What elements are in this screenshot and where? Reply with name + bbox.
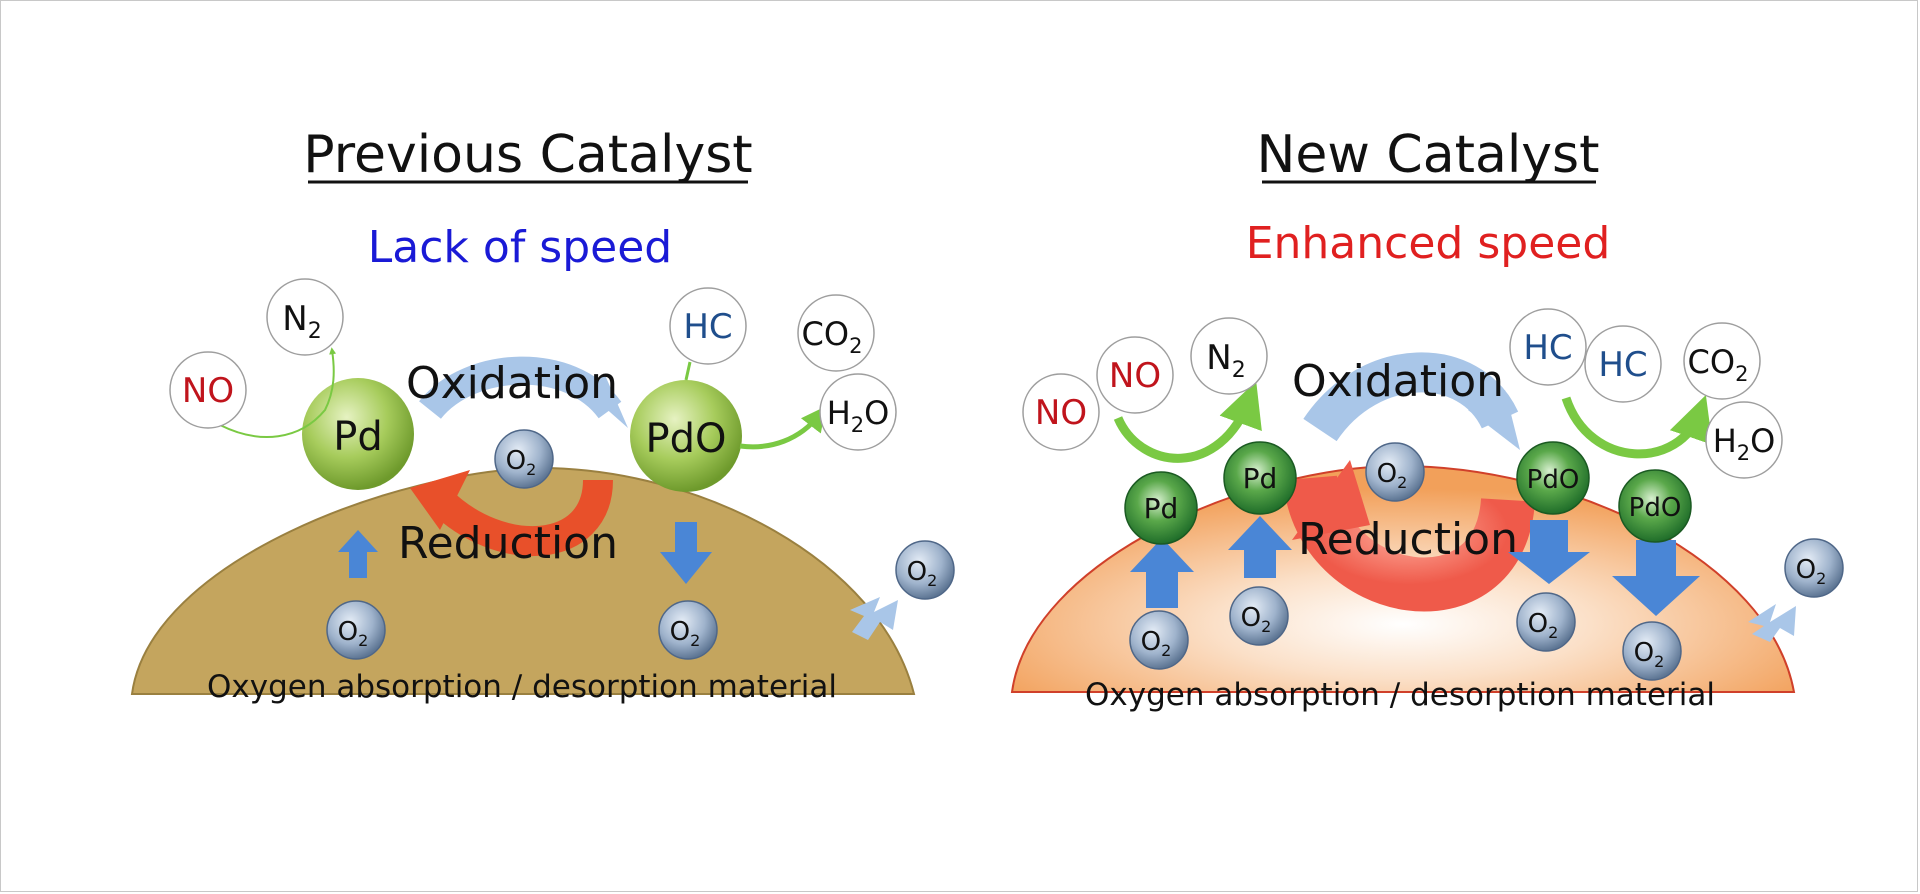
left-pdo-particle: PdO [630, 380, 742, 492]
left-panel: Previous Catalyst Lack of speed Oxygen a… [130, 125, 955, 705]
left-co2-molecule: CO2 [797, 294, 875, 372]
svg-text:O2: O2 [1796, 555, 1827, 588]
right-n2-molecule: N2 [1190, 317, 1268, 395]
svg-text:O2: O2 [1377, 459, 1408, 492]
svg-text:HC: HC [1523, 328, 1572, 368]
svg-text:N2: N2 [282, 299, 321, 344]
svg-text:O2: O2 [506, 446, 537, 479]
left-no-molecule: NO [169, 351, 247, 429]
left-o2-up-arrow [338, 530, 378, 578]
svg-text:Pd: Pd [1144, 492, 1179, 525]
right-o2-sphere-1: O2 [1129, 610, 1189, 670]
right-no-to-n2-arrow [1113, 381, 1262, 463]
left-reduction-arrowhead [410, 470, 470, 530]
right-panel: New Catalyst Enhanced speed Oxygen absor… [1010, 125, 1844, 713]
left-reduction-label: Reduction [398, 518, 618, 569]
left-support-dome [130, 466, 916, 695]
right-o2-sphere-4: O2 [1622, 621, 1682, 681]
svg-text:Pd: Pd [1243, 462, 1278, 495]
right-title: New Catalyst [1256, 125, 1599, 185]
left-reduction-arc [429, 479, 613, 556]
svg-text:Pd: Pd [333, 414, 383, 460]
left-n2-molecule: N2 [266, 278, 344, 356]
left-hc-connector [684, 361, 692, 381]
left-hc-molecule: HC [669, 287, 747, 365]
right-pdo-particle-2: PdO [1618, 469, 1692, 543]
left-pdo-to-h2o-arrow [739, 406, 827, 450]
svg-text:CO2: CO2 [1688, 343, 1749, 386]
right-o2-sphere-outside: O2 [1784, 538, 1844, 598]
right-oxidation-arc [1303, 352, 1519, 442]
left-title: Previous Catalyst [303, 125, 752, 185]
svg-text:NO: NO [1035, 393, 1087, 433]
left-oxidation-arrowhead [585, 375, 628, 428]
right-pd-particle-1: Pd [1124, 471, 1198, 545]
svg-text:H2O: H2O [1713, 422, 1776, 465]
svg-text:O2: O2 [670, 617, 701, 650]
right-o2-sphere-3: O2 [1516, 592, 1576, 652]
svg-text:NO: NO [182, 371, 234, 411]
left-o2-sphere-bottom-left: O2 [326, 600, 386, 660]
svg-text:H2O: H2O [827, 394, 890, 437]
right-co2-molecule: CO2 [1683, 322, 1761, 400]
right-o2-up-arrow-1 [1130, 538, 1194, 608]
svg-text:NO: NO [1109, 356, 1161, 396]
right-o2-up-arrow-2 [1228, 516, 1292, 578]
right-no-molecule-1: NO [1022, 373, 1100, 451]
right-oxidation-label: Oxidation [1292, 356, 1504, 407]
left-h2o-molecule: H2O [819, 373, 897, 451]
right-pd-particle-2: Pd [1223, 441, 1297, 515]
left-o2-exchange-arrow [850, 597, 898, 640]
left-subtitle: Lack of speed [368, 222, 672, 273]
right-oxidation-arrowhead [1468, 390, 1520, 450]
svg-text:HC: HC [683, 307, 732, 347]
svg-text:PdO: PdO [646, 416, 727, 462]
right-o2-sphere-2: O2 [1229, 586, 1289, 646]
svg-text:PdO: PdO [1527, 465, 1580, 495]
svg-text:O2: O2 [1528, 609, 1559, 642]
svg-text:HC: HC [1598, 345, 1647, 385]
right-support-label: Oxygen absorption / desorption material [1085, 677, 1715, 713]
right-o2-sphere-center: O2 [1365, 442, 1425, 502]
svg-text:O2: O2 [1634, 638, 1665, 671]
right-subtitle: Enhanced speed [1246, 218, 1611, 269]
left-o2-sphere-outside: O2 [895, 540, 955, 600]
right-o2-down-arrow-1 [1508, 520, 1590, 584]
right-hc-molecule-2: HC [1584, 325, 1662, 403]
svg-text:PdO: PdO [1629, 493, 1682, 523]
svg-text:O2: O2 [1241, 603, 1272, 636]
right-o2-down-arrow-2 [1612, 540, 1700, 616]
left-pd-particle: Pd [302, 378, 414, 490]
left-o2-sphere-bottom-right: O2 [658, 600, 718, 660]
right-h2o-molecule: H2O [1705, 401, 1783, 479]
svg-text:CO2: CO2 [802, 315, 863, 358]
svg-text:O2: O2 [907, 557, 938, 590]
right-o2-exchange-arrow [1748, 604, 1796, 642]
left-o2-sphere-center: O2 [494, 429, 554, 489]
left-oxidation-label: Oxidation [406, 358, 618, 409]
svg-text:N2: N2 [1206, 338, 1245, 383]
right-hc-to-h2o-arrow [1561, 394, 1713, 459]
right-no-molecule-2: NO [1096, 336, 1174, 414]
right-hc-molecule-1: HC [1509, 308, 1587, 386]
right-pdo-particle-1: PdO [1516, 441, 1590, 515]
right-reduction-label: Reduction [1298, 514, 1518, 565]
right-reduction-arrowhead [1292, 460, 1370, 540]
svg-text:O2: O2 [1141, 627, 1172, 660]
left-support-label: Oxygen absorption / desorption material [207, 669, 837, 705]
left-o2-down-arrow [660, 522, 712, 584]
left-no-to-n2-arrow [219, 347, 337, 438]
svg-text:O2: O2 [338, 617, 369, 650]
